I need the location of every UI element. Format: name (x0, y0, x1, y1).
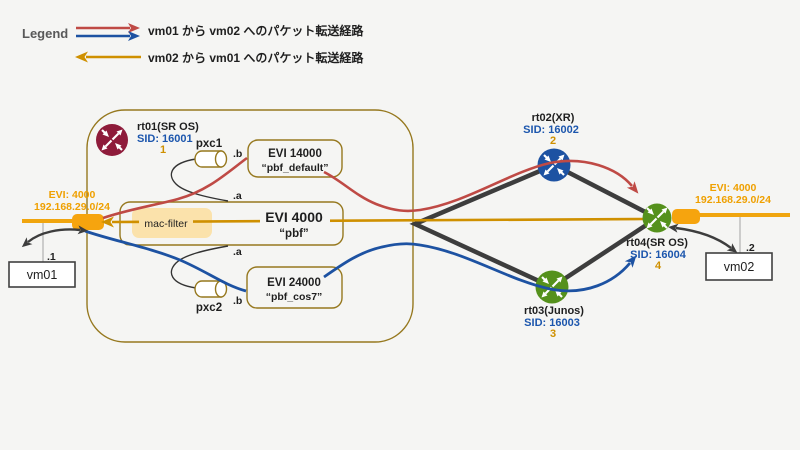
legend-forward-label: vm01 から vm02 へのパケット転送経路 (148, 23, 364, 38)
rt01-circle (96, 124, 128, 156)
rt02-name: rt02(XR) (532, 112, 575, 124)
pxc1-end (214, 150, 228, 168)
blue-path-rt01-internal (84, 229, 247, 293)
core-links (409, 162, 659, 290)
evi24000-box (246, 266, 343, 309)
service-labels: EVI 14000 “pbf_default” EVI 4000 “pbf” E… (144, 148, 328, 303)
pxc1-body (194, 150, 222, 168)
lan-segment-left (22, 214, 104, 230)
access-port-right (672, 209, 700, 224)
rt03-number: 3 (550, 328, 556, 340)
rt02-labels: rt02(XR) SID: 16002 2 (523, 112, 579, 147)
legend-title: Legend (22, 26, 68, 41)
evi4000-instance: “pbf” (279, 228, 308, 240)
pxc1-a-loop (170, 158, 229, 202)
access-port-left (72, 214, 104, 230)
link-rt02-rt04 (552, 162, 659, 221)
mac-filter-label-bg (139, 215, 193, 230)
evi4000-label-bg (260, 210, 330, 225)
rt04-name: rt04(SR OS) (626, 237, 688, 249)
rt03-labels: rt03(Junos) SID: 16003 3 (524, 305, 584, 340)
mac-filter-label: mac-filter (144, 218, 188, 230)
vm02-ip-label: .2 (746, 242, 755, 254)
pxc2-port-b: .b (233, 295, 242, 307)
rt01-labels: rt01(SR OS) SID: 16001 1 (137, 121, 199, 156)
evi14000-instance: “pbf_default” (261, 162, 328, 174)
evi4000-box (119, 201, 344, 246)
right-subnet-label: 192.168.29.0/24 (695, 194, 771, 206)
rt02-router-icon (537, 148, 571, 182)
rt03-router-icon (535, 270, 569, 304)
evi24000-instance: “pbf_cos7” (266, 291, 323, 303)
pxc1-cylinder (194, 150, 228, 168)
legend-reverse-label: vm02 から vm01 へのパケット転送経路 (148, 50, 364, 65)
pxc1-port-b: .b (233, 148, 242, 160)
vm02-traffic-arrow (668, 223, 738, 253)
vm01-host: vm01 (8, 261, 76, 288)
vm01-label: vm01 (27, 268, 58, 282)
vm02-box (705, 252, 773, 281)
vm02-label: vm02 (724, 260, 755, 274)
evi14000-box (247, 139, 343, 178)
right-evi-label: EVI: 4000 (710, 182, 757, 194)
return-path-orange (101, 216, 644, 228)
lan-segment-right (672, 209, 790, 224)
forward-path-red (102, 156, 639, 220)
evi4000-name: EVI 4000 (265, 209, 323, 225)
vm01-ip-label: .1 (47, 251, 56, 263)
rt02-number: 2 (550, 135, 556, 147)
pxc2-a-loop (170, 245, 229, 289)
link-rt01-rt02-rt03 (409, 162, 555, 290)
evi14000-name: EVI 14000 (268, 148, 322, 160)
rt01-name: rt01(SR OS) (137, 121, 199, 133)
rt04-sid: SID: 16004 (630, 249, 687, 261)
pxc2-port-a: .a (233, 246, 242, 258)
access-labels: EVI: 4000 192.168.29.0/24 .1 EVI: 4000 1… (34, 182, 771, 263)
rt02-sid: SID: 16002 (523, 124, 579, 136)
forward-path-blue (84, 229, 637, 293)
pxc-labels: pxc1 pxc2 .b .a .a .b (196, 138, 242, 314)
pxc-loops (170, 158, 229, 289)
legend: Legend vm01 から vm02 へのパケット転送経路 vm02 から v… (22, 23, 364, 65)
rt01-sid: SID: 16001 (137, 133, 193, 145)
rt01-router-icon (96, 124, 128, 156)
pxc1-port-a: .a (233, 190, 242, 202)
rt04-number: 4 (655, 260, 662, 272)
rt01-number: 1 (160, 144, 166, 156)
link-rt03-rt04 (550, 216, 659, 289)
left-evi-label: EVI: 4000 (49, 189, 96, 201)
blue-path-core (323, 242, 637, 293)
left-subnet-label: 192.168.29.0/24 (34, 201, 110, 213)
rt04-router-icon (642, 203, 672, 233)
evi24000-name: EVI 24000 (267, 277, 321, 289)
red-path-rt01-internal (102, 156, 248, 220)
red-path-core (323, 159, 639, 213)
vm02-host: vm02 (705, 252, 773, 281)
rt03-name: rt03(Junos) (524, 305, 584, 317)
vm01-box (8, 261, 76, 288)
pxc2-cylinder (194, 280, 228, 298)
pxc2-label: pxc2 (196, 302, 222, 314)
rt03-sid: SID: 16003 (524, 317, 580, 329)
pxc2-body (194, 280, 222, 298)
rt04-labels: rt04(SR OS) SID: 16004 4 (626, 237, 688, 272)
pxc1-label: pxc1 (196, 138, 223, 150)
vm01-traffic-arrow (21, 225, 88, 248)
